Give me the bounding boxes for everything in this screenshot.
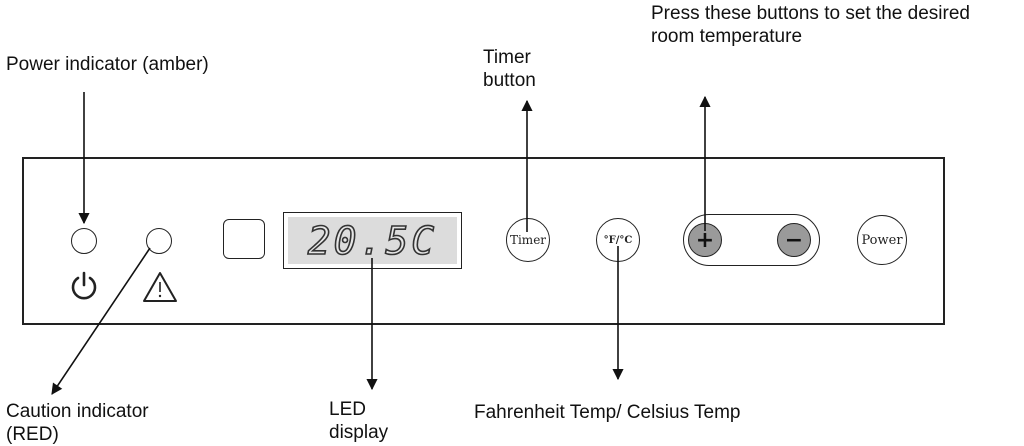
- led-temperature-readout: 20.5C: [307, 218, 438, 264]
- timer-button[interactable]: Timer: [506, 218, 550, 262]
- decrease-temperature-button[interactable]: −: [777, 223, 811, 257]
- power-indicator-light: [71, 228, 97, 254]
- label-temperature-buttons: Press these buttons to set the desired r…: [651, 3, 970, 47]
- power-icon: [71, 271, 97, 300]
- warning-triangle-icon: [143, 272, 177, 302]
- control-panel: [22, 157, 945, 325]
- arrow-caution-indicator: [51, 247, 151, 395]
- label-caution-indicator: Caution indicator (RED): [6, 401, 149, 445]
- led-screen: 20.5C: [288, 217, 457, 264]
- caution-indicator-light: [146, 228, 172, 254]
- power-button[interactable]: Power: [857, 215, 907, 265]
- label-fahrenheit-celsius: Fahrenheit Temp/ Celsius Temp: [474, 402, 741, 423]
- label-led-display: LED display: [329, 399, 389, 443]
- label-power-indicator: Power indicator (amber): [6, 54, 209, 75]
- label-timer-button: Timer button: [483, 47, 536, 91]
- square-button[interactable]: [223, 219, 265, 259]
